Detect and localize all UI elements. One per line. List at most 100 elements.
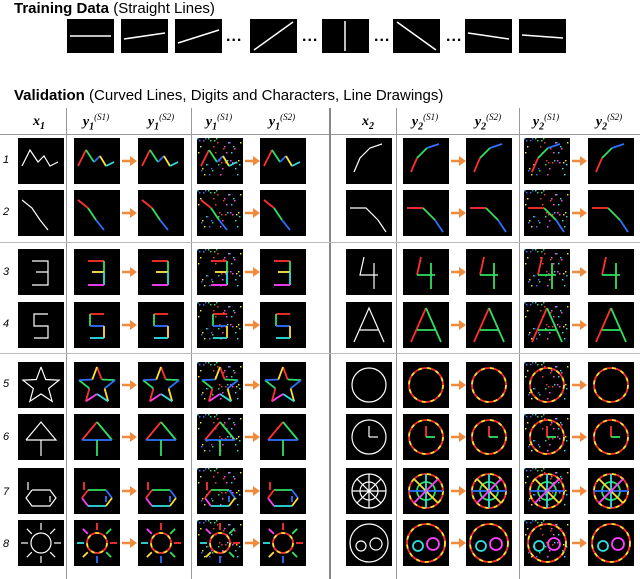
orange-arrow-icon (122, 267, 137, 277)
grid-cell (588, 190, 634, 236)
training-title: Training Data (Straight Lines) (14, 0, 215, 17)
orange-arrow-icon (122, 380, 137, 390)
grid-cell (74, 362, 120, 408)
grid-cell (346, 302, 392, 348)
training-thumb (393, 19, 440, 53)
training-thumb (121, 19, 168, 53)
grid-cell (74, 302, 120, 348)
grid-cell (138, 468, 184, 514)
grid-cell (260, 468, 306, 514)
row-label: 7 (2, 486, 10, 498)
training-ellipsis: ... (226, 28, 243, 45)
orange-arrow-icon (245, 486, 260, 496)
grid-cell (138, 414, 184, 460)
grid-cell (74, 414, 120, 460)
grid-cell (197, 302, 243, 348)
grid-cell (403, 190, 449, 236)
orange-arrow-icon (245, 538, 260, 548)
row-label: 8 (2, 538, 10, 550)
grid-cell (524, 468, 570, 514)
row-label: 3 (2, 266, 10, 278)
orange-arrow-icon (245, 380, 260, 390)
col-header-y1-s1-noisy: y1(S1) (205, 112, 233, 133)
orange-arrow-icon (451, 380, 466, 390)
grid-cell (197, 520, 243, 566)
grid-cell (18, 362, 64, 408)
validation-title: Validation (Curved Lines, Digits and Cha… (14, 87, 443, 104)
grid-cell (524, 362, 570, 408)
grid-cell (524, 249, 570, 295)
grid-cell (588, 414, 634, 460)
grid-cell (74, 520, 120, 566)
grid-cell (74, 249, 120, 295)
orange-arrow-icon (451, 432, 466, 442)
grid-cell (260, 414, 306, 460)
col-header-y2-s1: y2(S1) (411, 112, 439, 133)
group-separator (0, 353, 640, 354)
orange-arrow-icon (451, 208, 466, 218)
grid-cell (138, 302, 184, 348)
orange-arrow-icon (451, 320, 466, 330)
orange-arrow-icon (572, 156, 587, 166)
grid-cell (197, 468, 243, 514)
grid-cell (346, 249, 392, 295)
training-thumb (67, 19, 114, 53)
row-label: 5 (2, 378, 10, 390)
col-separator (396, 108, 397, 579)
training-thumb (322, 19, 369, 53)
grid-cell (403, 138, 449, 184)
orange-arrow-icon (245, 267, 260, 277)
validation-title-bold: Validation (14, 87, 85, 104)
group-separator (0, 242, 640, 243)
training-title-rest: (Straight Lines) (109, 0, 215, 17)
grid-cell (466, 138, 512, 184)
orange-arrow-icon (122, 486, 137, 496)
grid-cell (138, 249, 184, 295)
orange-arrow-icon (451, 267, 466, 277)
header-rule (0, 134, 640, 135)
grid-cell (197, 190, 243, 236)
grid-cell (524, 190, 570, 236)
orange-arrow-icon (122, 432, 137, 442)
col-separator (519, 108, 520, 579)
grid-cell (138, 520, 184, 566)
orange-arrow-icon (572, 380, 587, 390)
orange-arrow-icon (451, 486, 466, 496)
grid-cell (18, 249, 64, 295)
grid-cell (466, 520, 512, 566)
grid-cell (403, 520, 449, 566)
grid-cell (588, 520, 634, 566)
grid-cell (74, 468, 120, 514)
grid-cell (588, 302, 634, 348)
grid-cell (466, 414, 512, 460)
grid-cell (524, 302, 570, 348)
training-thumb (175, 19, 222, 53)
training-title-bold: Training Data (14, 0, 110, 17)
center-divider (329, 108, 331, 579)
training-ellipsis: ... (374, 28, 391, 45)
training-ellipsis: ... (302, 28, 319, 45)
col-header-y2-s2: y2(S2) (474, 112, 502, 133)
grid-cell (18, 520, 64, 566)
orange-arrow-icon (245, 156, 260, 166)
grid-cell (346, 138, 392, 184)
grid-cell (260, 362, 306, 408)
grid-cell (403, 468, 449, 514)
grid-cell (466, 362, 512, 408)
grid-cell (260, 190, 306, 236)
grid-cell (346, 414, 392, 460)
validation-title-rest: (Curved Lines, Digits and Characters, Li… (84, 87, 444, 104)
grid-cell (403, 414, 449, 460)
grid-cell (346, 520, 392, 566)
col-header-y2-s2-noisy: y2(S2) (595, 112, 623, 133)
col-separator (191, 108, 192, 579)
grid-cell (260, 249, 306, 295)
grid-cell (403, 302, 449, 348)
grid-cell (18, 190, 64, 236)
grid-cell (18, 138, 64, 184)
training-thumb (519, 19, 566, 53)
training-thumb (250, 19, 297, 53)
grid-cell (197, 138, 243, 184)
grid-cell (466, 190, 512, 236)
grid-cell (18, 468, 64, 514)
